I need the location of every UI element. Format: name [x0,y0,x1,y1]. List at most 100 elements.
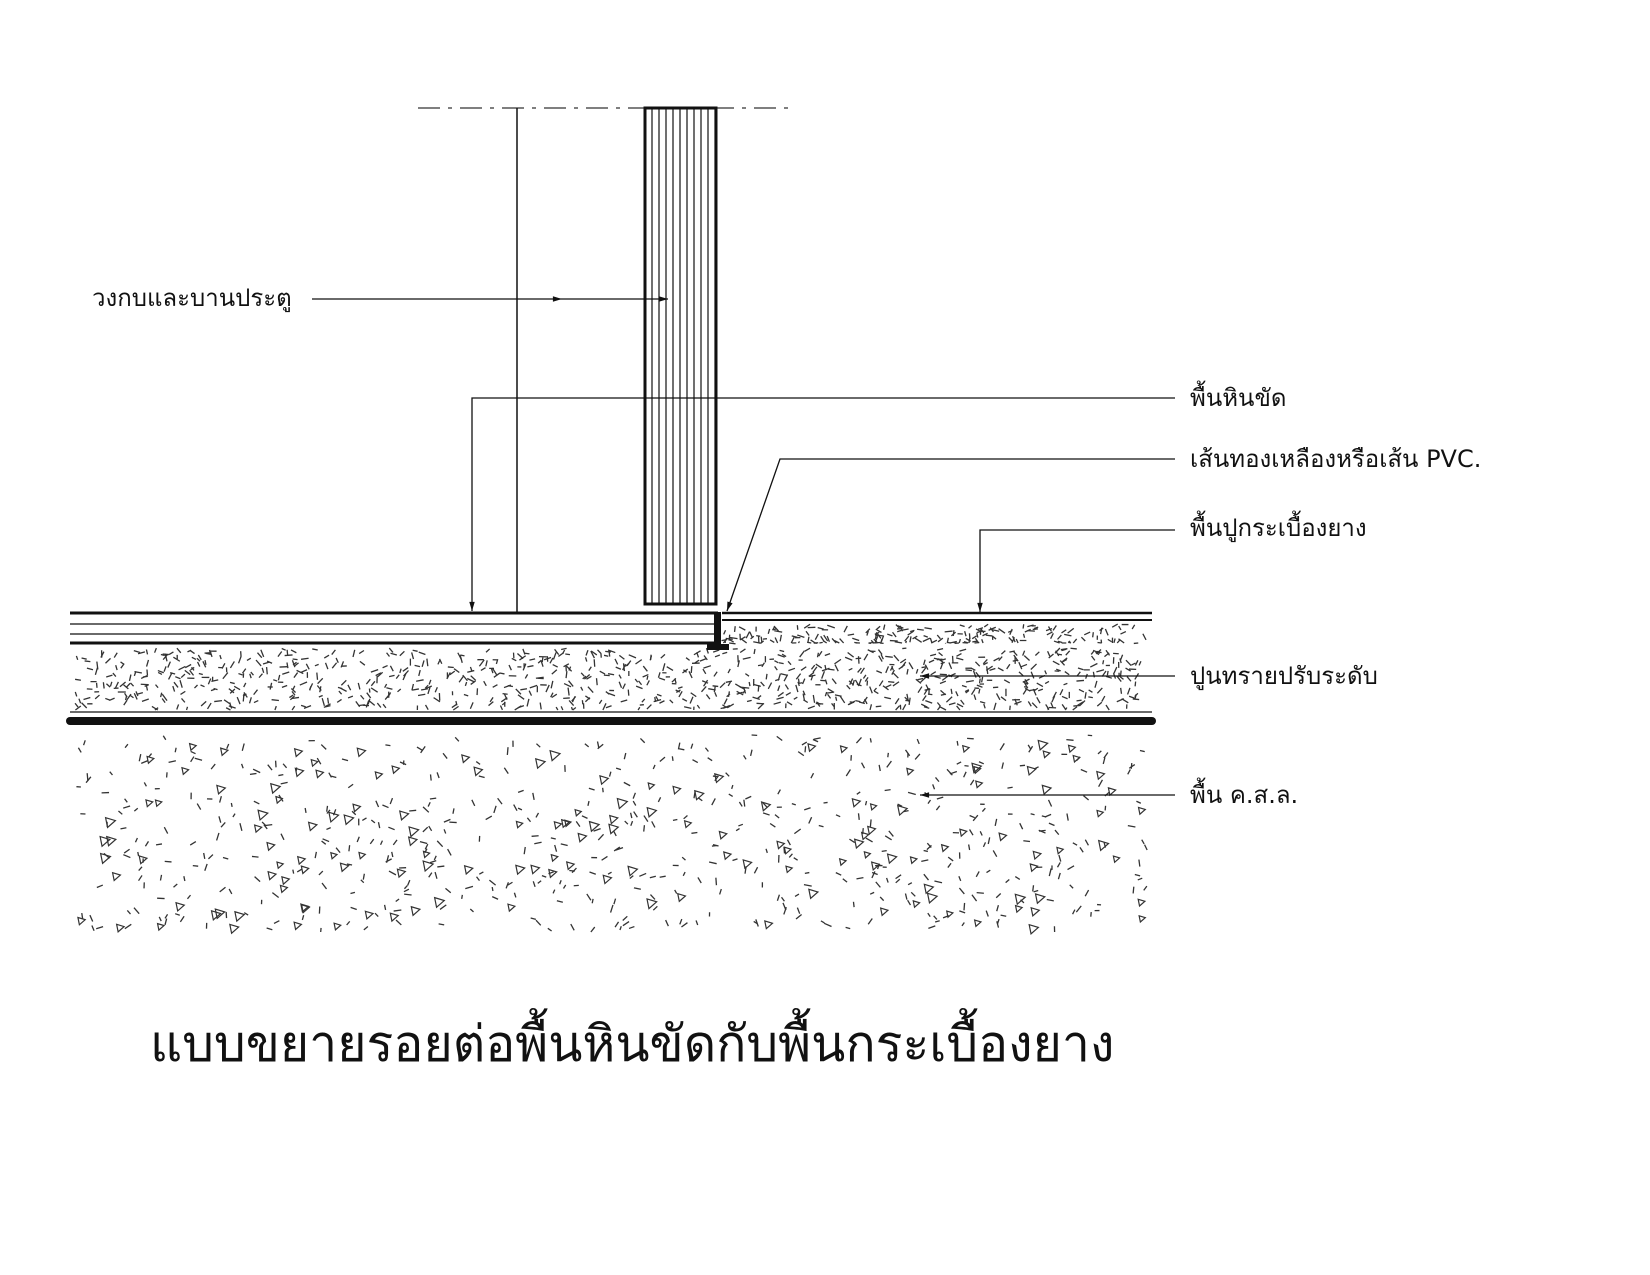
texture-dash [981,639,984,644]
texture-dash [996,905,1000,912]
texture-dash [790,636,795,644]
aggregate-triangle [1096,809,1105,818]
texture-dash [1106,670,1109,676]
texture-dash [1142,633,1147,641]
texture-dash [905,640,908,644]
texture-dash [666,666,674,672]
texture-dash [348,845,351,852]
texture-dash [360,879,365,884]
texture-dash [470,680,476,685]
texture-dash [1014,876,1021,881]
texture-dash [351,810,357,816]
texture-dash [515,688,522,695]
aggregate-triangle [1028,923,1040,935]
texture-dash [397,688,402,693]
texture-dash [921,667,927,674]
texture-dash [971,894,978,902]
texture-dash [109,697,115,702]
texture-dash [375,672,382,677]
texture-dash [1066,739,1074,741]
texture-dash [488,701,494,707]
texture-dash [161,693,168,701]
texture-dash [1118,625,1122,631]
texture-dash [818,650,823,657]
texture-dash [607,673,615,676]
texture-dash [1045,627,1053,632]
aggregate-triangle [851,797,862,808]
texture-dash [915,668,919,674]
texture-dash [469,908,474,913]
texture-dash [992,629,1000,632]
texture-dash [845,769,851,777]
texture-dash [1116,639,1121,644]
texture-dash [780,896,785,902]
texture-dash [649,894,656,900]
texture-dash [954,675,959,680]
texture-dash [428,679,432,685]
texture-dash [300,669,308,674]
texture-dash [178,665,186,671]
texture-dash [123,854,131,859]
texture-dash [194,757,203,761]
texture-dash [248,697,252,704]
texture-dash [947,856,954,862]
texture-dash [167,661,171,668]
texture-dash [786,701,793,706]
texture-dash [269,682,273,690]
texture-dash [243,682,247,688]
texture-dash [158,916,162,922]
texture-dash [175,676,181,680]
texture-dash [173,681,179,688]
texture-dash [655,696,659,702]
texture-dash [78,698,82,704]
texture-dash [678,690,683,698]
aggregate-triangle [307,821,319,832]
texture-dash [820,920,825,924]
texture-dash [729,636,738,640]
texture-dash [1120,687,1123,694]
aggregate-triangle [410,905,422,917]
texture-dash [377,822,381,829]
texture-dash [802,693,806,701]
texture-dash [395,919,402,926]
texture-dash [839,695,846,704]
texture-dash [895,874,902,880]
texture-dash [517,705,525,709]
texture-dash [917,686,923,694]
texture-dash [921,859,929,863]
texture-dash [436,840,444,848]
texture-dash [403,885,408,890]
texture-dash [96,884,104,889]
texture-dash [517,807,523,811]
texture-dash [414,664,421,668]
aggregate-triangle [869,803,878,812]
texture-dash [659,875,666,878]
texture-dash [725,680,733,683]
texture-dash [1088,689,1093,693]
texture-dash [1067,627,1075,634]
texture-dash [949,640,957,644]
aggregate-triangle [276,861,285,870]
texture-dash [601,787,604,793]
texture-dash [1053,640,1060,644]
texture-dash [682,698,688,702]
aggregate-triangle [339,862,350,873]
texture-dash [791,635,798,638]
texture-dash [330,775,337,779]
texture-dash [1076,699,1082,702]
texture-dash [433,855,437,861]
texture-dash [254,876,261,883]
texture-dash [969,779,975,786]
texture-dash [1003,679,1011,684]
texture-dash [956,761,962,765]
texture-dash [360,694,365,700]
texture-dash [157,671,163,675]
texture-dash [756,702,765,705]
aggregate-triangle [713,773,725,784]
texture-dash [369,838,375,845]
aggregate-triangle [408,826,420,838]
texture-dash [935,805,941,811]
aggregate-triangle [77,916,87,926]
texture-dash [760,636,763,643]
texture-dash [563,682,572,688]
